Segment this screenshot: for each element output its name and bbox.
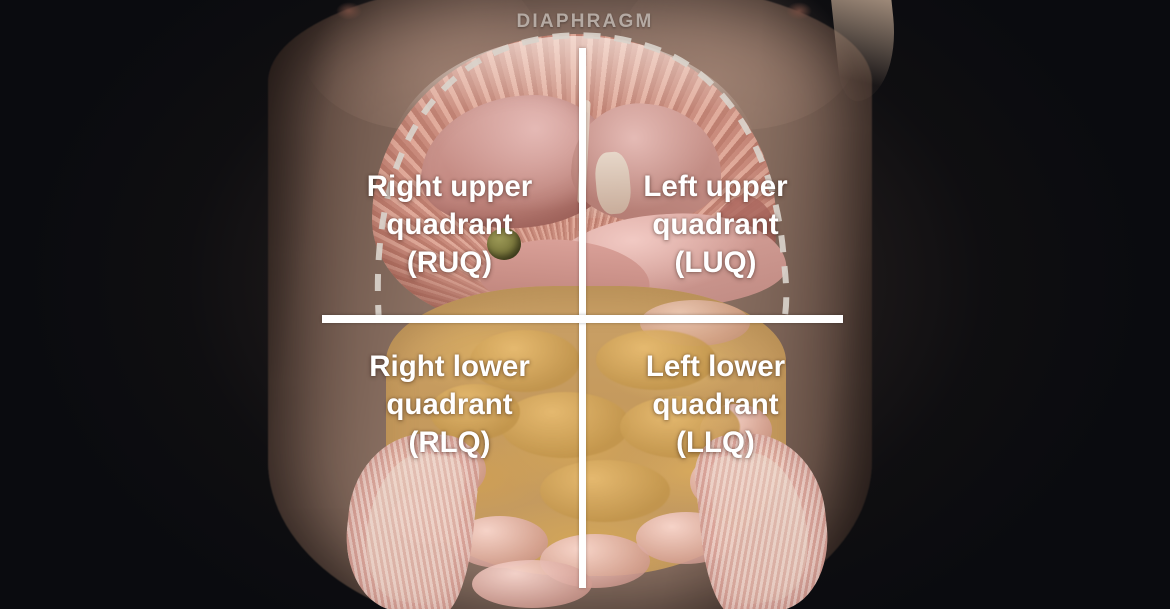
omental-fat-lobe <box>540 460 670 522</box>
label-right-upper-quadrant: Right upper quadrant (RUQ) <box>366 170 533 279</box>
nipple-right <box>786 2 812 20</box>
omental-fat-lobe <box>470 330 580 392</box>
omental-fat-lobe <box>596 330 716 390</box>
label-right-lower-quadrant: Right lower quadrant (RLQ) <box>369 350 530 459</box>
horizontal-divider-line <box>322 315 843 323</box>
label-left-lower-quadrant: Left lower quadrant (LLQ) <box>645 350 786 459</box>
label-left-upper-quadrant: Left upper quadrant (LUQ) <box>643 170 788 279</box>
omental-fat-lobe <box>430 384 520 440</box>
bowel-loop <box>472 560 592 608</box>
diaphragm-label: DIAPHRAGM <box>516 11 654 32</box>
nipple-left <box>336 2 362 20</box>
omental-fat-lobe <box>500 392 630 458</box>
